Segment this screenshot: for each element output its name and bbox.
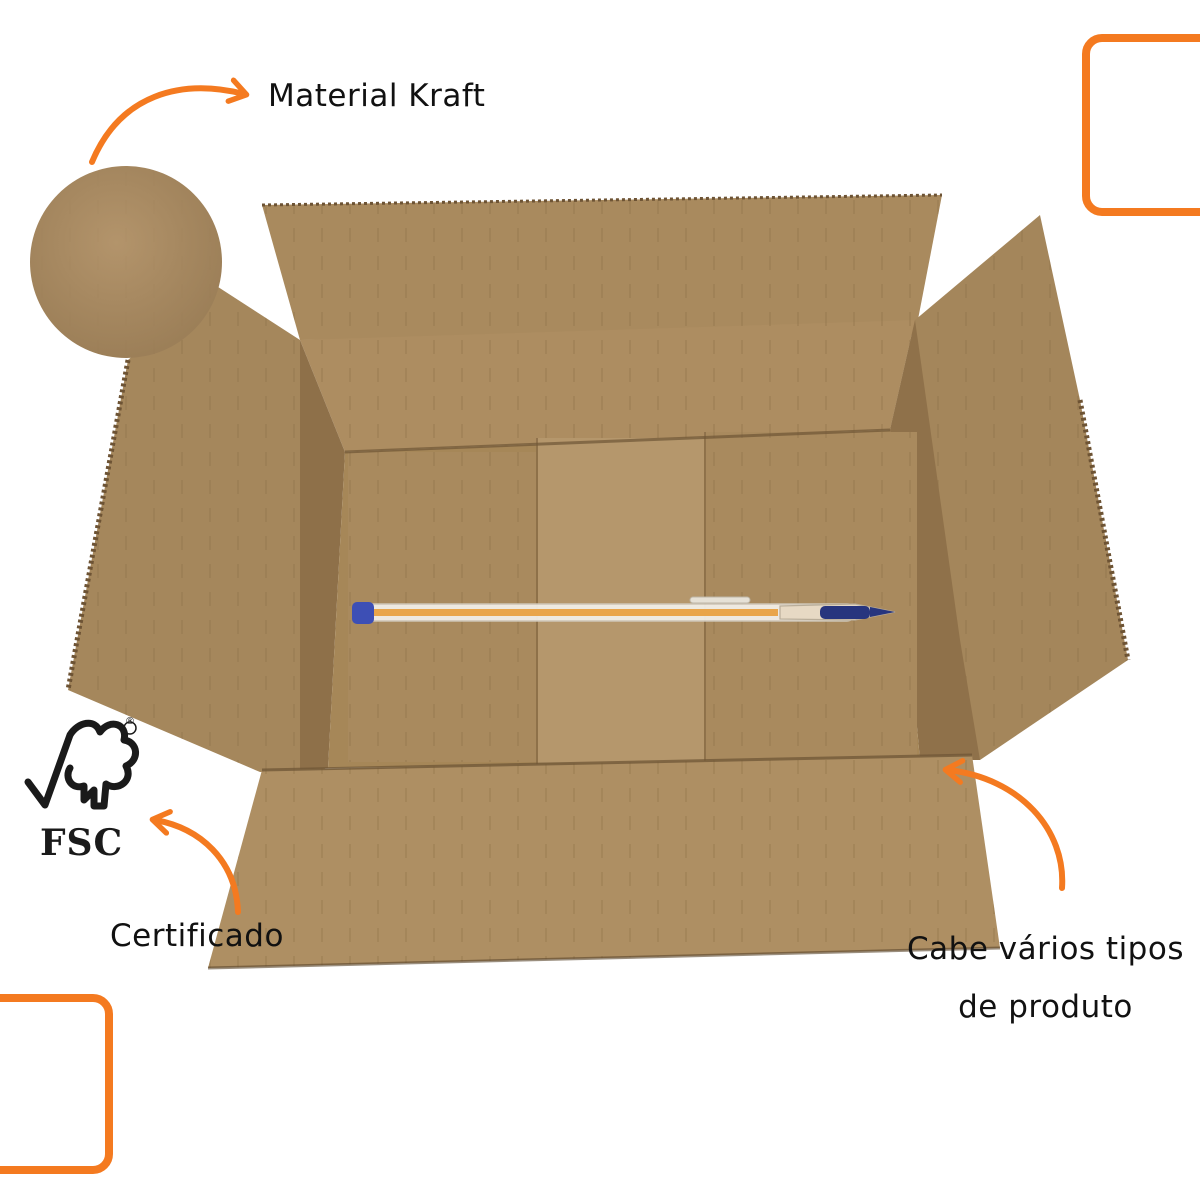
fsc-logo-text: FSC — [40, 822, 124, 864]
capacity-label: Cabe vários tipos de produto — [903, 920, 1188, 1036]
fsc-registered-mark: ® — [125, 716, 135, 727]
capacity-label-line-2: de produto — [958, 989, 1133, 1025]
decorative-frame-top-right — [1082, 34, 1200, 216]
left-wall — [300, 340, 345, 770]
pen — [352, 596, 896, 624]
arrow-certificate-icon — [149, 809, 241, 915]
decorative-frame-bottom-left — [0, 994, 113, 1174]
capacity-label-line-1: Cabe vários tipos — [907, 931, 1184, 967]
floor-panel-center — [538, 438, 704, 763]
arrow-capacity-icon — [942, 758, 1066, 891]
cardboard-box — [65, 193, 1131, 970]
fsc-logo-icon — [24, 719, 139, 810]
arrow-material-icon — [89, 77, 250, 165]
certificate-label: Certificado — [110, 918, 284, 954]
material-kraft-label: Material Kraft — [268, 78, 486, 114]
